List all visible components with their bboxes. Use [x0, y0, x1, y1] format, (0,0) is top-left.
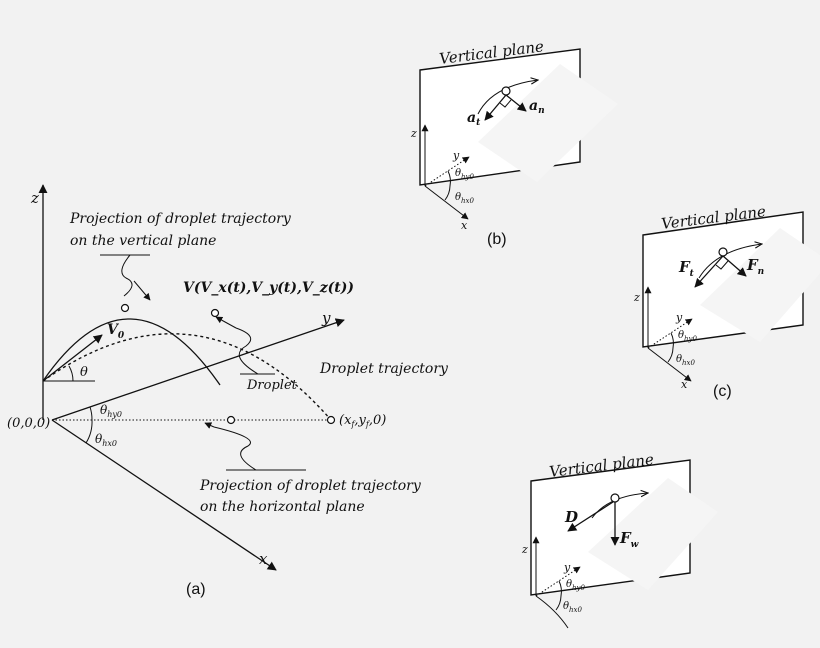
panel-c-caption: (c)	[713, 383, 732, 400]
vec-d-label-d: D	[564, 508, 578, 526]
vec-w-sub-d: w	[631, 540, 639, 550]
small-x-axis-d	[535, 595, 569, 629]
panel-c: Vertical plane z y x θhy0 θhx0 Ft Fn (c)	[633, 202, 820, 400]
droplet-point	[210, 308, 220, 318]
proj-horizontal-label-1: Projection of droplet trajectory	[199, 478, 422, 494]
right-angle-mark-c	[715, 260, 729, 270]
v0-vector	[42, 334, 103, 382]
small-z-label-c: z	[633, 291, 640, 304]
theta-label: θ	[80, 365, 88, 380]
droplet-trajectory-label: Droplet trajectory	[319, 361, 449, 377]
v0-subscript: 0	[118, 331, 125, 341]
theta-hx0-label: θhx0	[95, 432, 117, 448]
small-theta-arcs-d	[555, 580, 562, 611]
panel-b-caption: (b)	[487, 231, 507, 248]
xf-sub: f	[350, 420, 356, 429]
small-theta-hx0-sub-b: hx0	[461, 197, 474, 205]
theta-hy0-label: θhy0	[100, 403, 122, 419]
small-x-axis-c	[647, 347, 692, 382]
small-z-label-d: z	[521, 543, 528, 556]
normal-vector-c	[722, 255, 747, 277]
proj-vertical-label-1: Projection of droplet trajectory	[69, 211, 292, 227]
droplet-pointer	[215, 316, 237, 329]
panel-a-caption: (a)	[186, 581, 206, 598]
yf-sub: f	[365, 420, 371, 429]
panel-b: Vertical plane z y x θhy0 θhx0 at an (b)	[410, 37, 618, 248]
small-theta-hy0-sub-d: hy0	[572, 584, 585, 592]
watermark-shape-c	[700, 228, 820, 342]
yf-main: ,y	[354, 413, 366, 428]
vertical-projection-curve	[42, 318, 221, 386]
tangential-vector-b	[484, 94, 507, 121]
right-angle-mark-b	[499, 99, 512, 108]
zero-main: ,0)	[369, 413, 386, 428]
y-axis	[51, 318, 345, 421]
v0-label: V0	[107, 322, 125, 341]
watermark-shape-b	[478, 64, 618, 182]
trajectory-arc-b	[477, 80, 538, 115]
droplet-leader	[235, 327, 259, 375]
small-y-label-d: y	[563, 561, 571, 574]
small-x-label-b: x	[461, 219, 468, 232]
proj-vertical-pointer	[133, 280, 151, 301]
droplet-trajectory-curve	[42, 333, 332, 421]
tangential-vector-c	[694, 255, 724, 288]
theta-arc	[68, 365, 74, 382]
droplet-label: Droplet	[246, 378, 298, 393]
small-theta-hy0-sub-b: hy0	[461, 173, 474, 181]
horizontal-projection-point	[226, 415, 236, 425]
small-theta-hy0-sub-c: hy0	[684, 335, 697, 343]
landing-point	[326, 415, 336, 425]
landing-point-label: (xf,yf,0)	[339, 413, 386, 429]
small-theta-hx0-sub-d: hx0	[569, 606, 582, 614]
theta-hy0-arc	[89, 406, 93, 421]
droplet-point-c	[718, 247, 728, 257]
small-z-label-b: z	[410, 127, 417, 140]
small-y-label-c: y	[675, 311, 683, 324]
panel-a: z y x (0,0,0) θ V0 (xf,yf,0) θhy0 θhx0	[7, 184, 449, 598]
droplet-point-d	[610, 493, 620, 503]
vec-n-sub-c: n	[758, 267, 765, 277]
drag-vector-d	[567, 501, 614, 532]
panel-d: Vertical plane z y θhy0 θhx0 D Fw	[521, 450, 718, 629]
vec-t-sub-b: t	[476, 118, 481, 128]
proj-horizontal-leader	[213, 426, 257, 471]
small-y-label-b: y	[452, 149, 460, 162]
theta-hx0-arc	[85, 419, 93, 444]
small-theta-hx0-c: θhx0	[676, 354, 695, 367]
y-axis-label: y	[321, 309, 331, 327]
proj-vertical-leader	[121, 254, 133, 297]
small-theta-arcs-b	[444, 170, 451, 201]
small-theta-hx0-d: θhx0	[563, 601, 582, 614]
z-axis-label: z	[30, 189, 39, 207]
x-axis	[51, 419, 277, 571]
small-x-label-c: x	[681, 378, 688, 391]
droplet-point-b	[501, 86, 511, 96]
x-axis-label: x	[259, 550, 268, 568]
small-theta-hx0-b: θhx0	[455, 192, 474, 205]
proj-horizontal-label-2: on the horizontal plane	[200, 499, 365, 515]
proj-vertical-label-2: on the vertical plane	[70, 233, 216, 249]
small-theta-hx0-sub-c: hx0	[682, 359, 695, 367]
small-theta-arcs-c	[667, 332, 674, 363]
vec-t-sub-c: t	[690, 269, 695, 279]
watermark-shape-d	[588, 478, 718, 590]
theta-hy0-sub: hy0	[107, 410, 122, 419]
vertical-projection-point	[120, 303, 130, 313]
normal-vector-b	[505, 94, 527, 112]
velocity-label: V(V_x(t),V_y(t),V_z(t))	[183, 280, 354, 296]
theta-hx0-sub: hx0	[102, 439, 117, 448]
origin-label: (0,0,0)	[7, 416, 50, 431]
vec-n-sub-b: n	[538, 106, 545, 116]
small-x-axis-b	[424, 185, 469, 220]
proj-horizontal-pointer	[204, 422, 215, 429]
